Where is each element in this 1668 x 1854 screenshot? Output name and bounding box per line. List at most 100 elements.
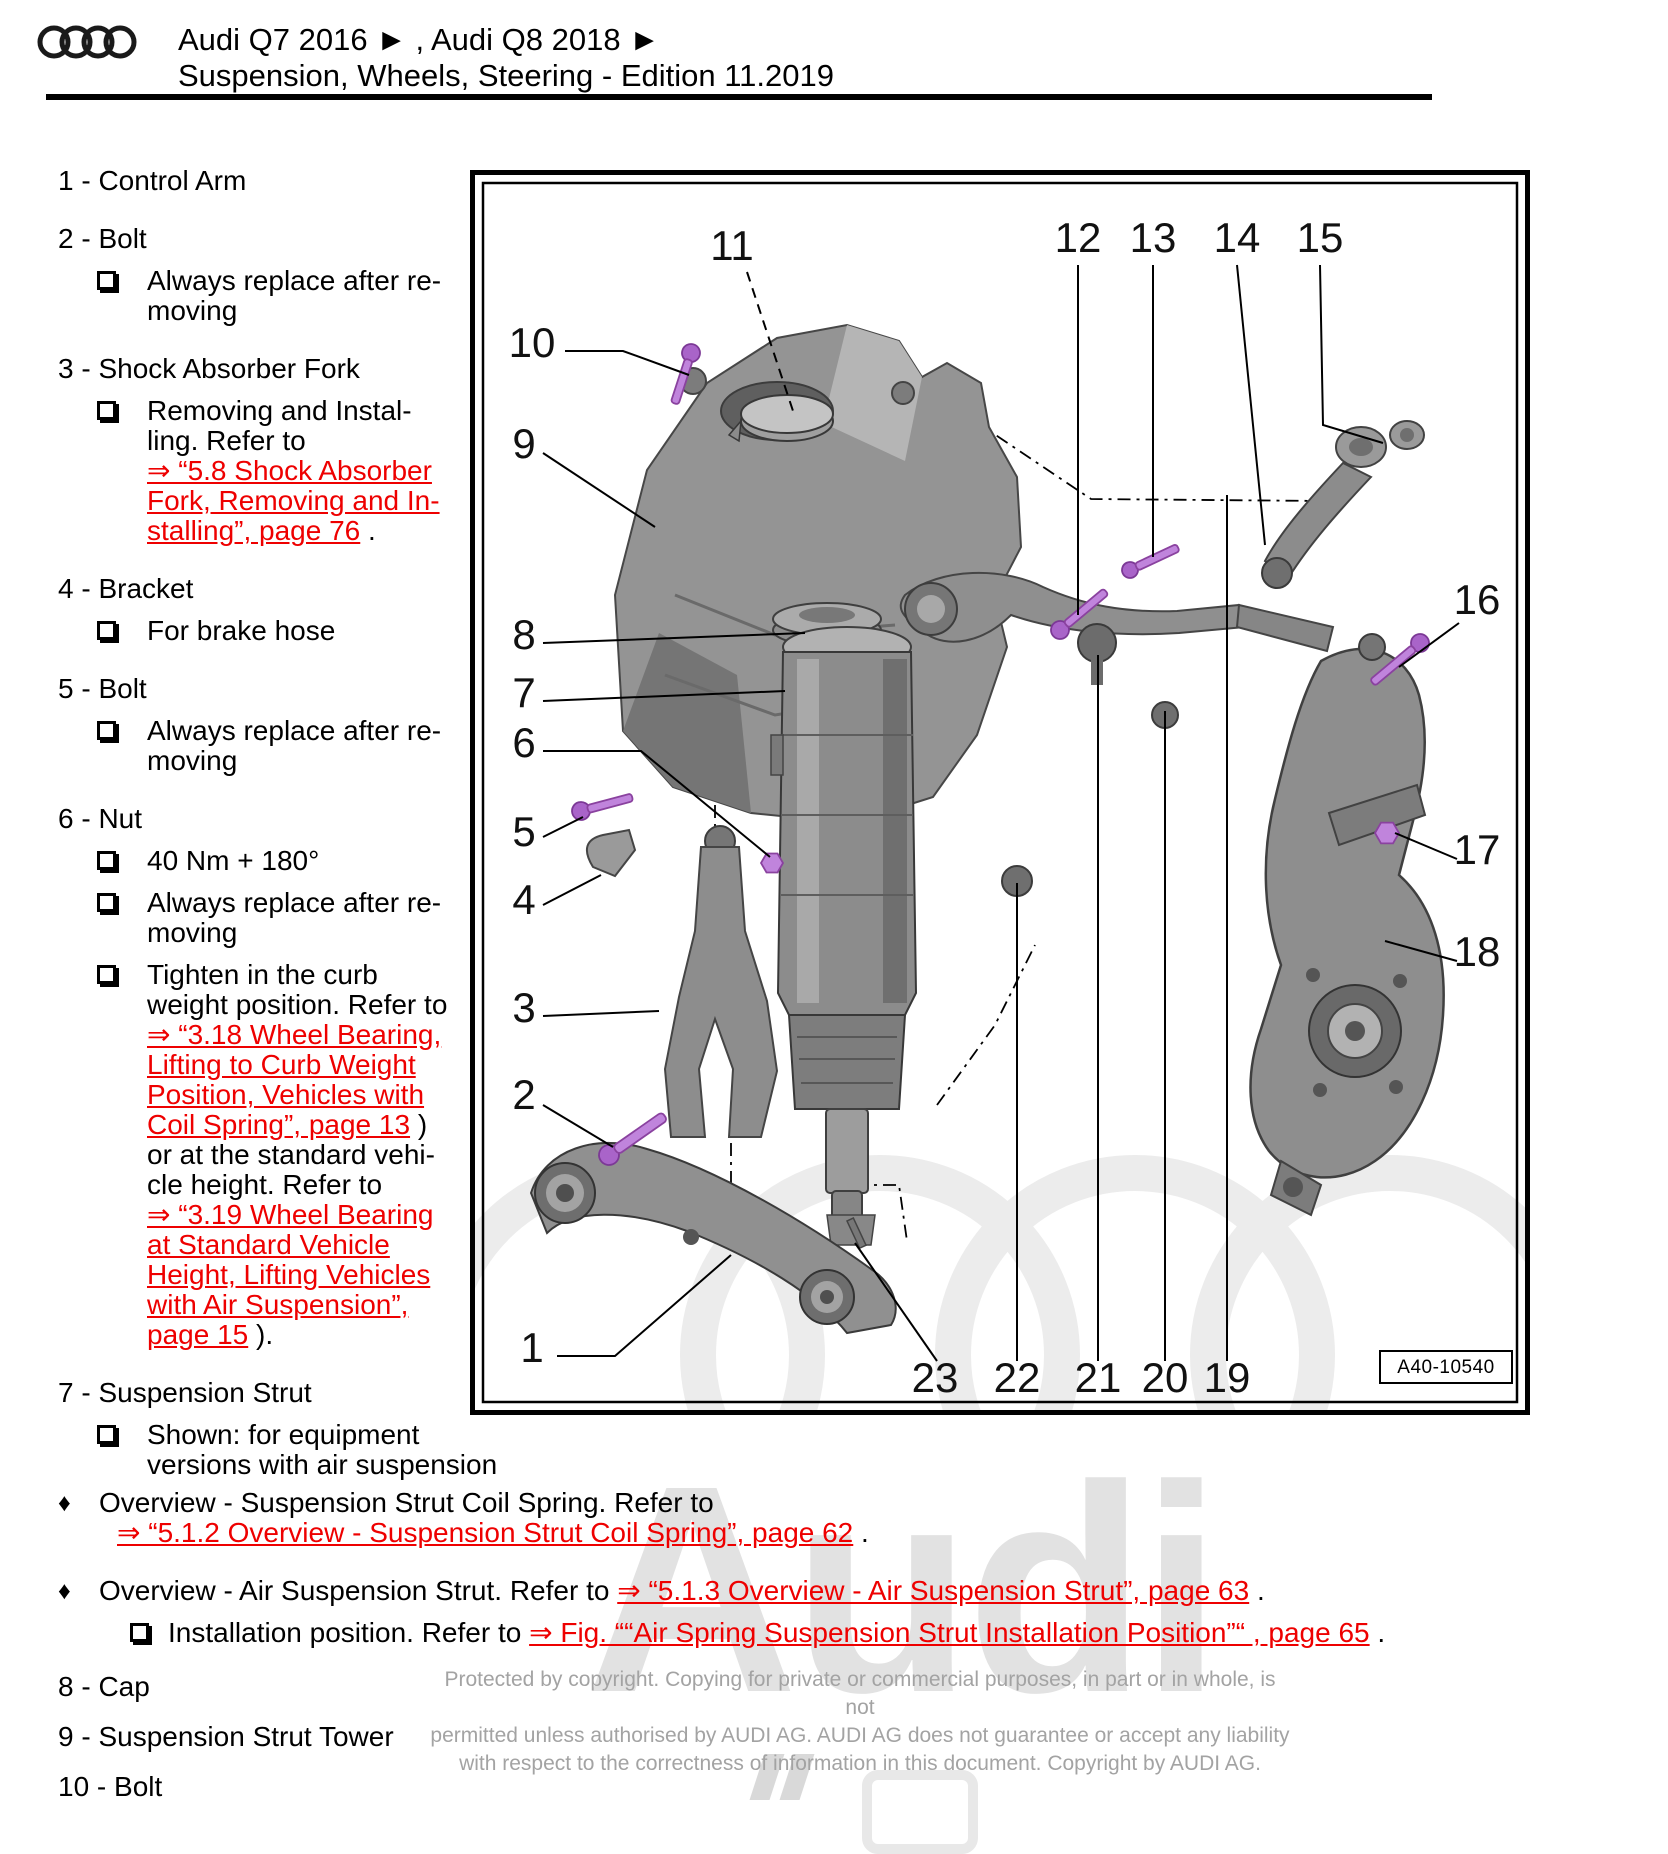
callout-number-18: 18 (1454, 928, 1501, 975)
reference-link[interactable]: Coil Spring”, page 13 (147, 1109, 411, 1140)
reference-link[interactable]: Height, Lifting Vehicles (147, 1259, 431, 1290)
reference-link[interactable]: Position, Vehicles with (147, 1079, 425, 1110)
text-line: weight position. Refer to (58, 990, 538, 1020)
overview-notes: ♦Overview - Suspension Strut Coil Spring… (58, 1488, 1618, 1648)
callout-number-22: 22 (994, 1354, 1041, 1401)
reference-link[interactable]: ⇒ “5.1.2 Overview - Suspension Strut Coi… (117, 1517, 854, 1548)
bolt-10-fastener (670, 343, 701, 405)
leader-line-23 (854, 1242, 938, 1362)
shock-absorber-fork-part (663, 825, 779, 1138)
strut-tower-part (613, 323, 1023, 825)
header-line2: Suspension, Wheels, Steering - Edition 1… (178, 58, 834, 93)
leader-line-6 (543, 750, 771, 858)
header-line1: Audi Q7 2016 ► , Audi Q8 2018 ► (178, 22, 660, 57)
text-line: Position, Vehicles with (58, 1080, 538, 1110)
text-line: moving (58, 746, 538, 776)
leader-line-14 (1236, 264, 1266, 546)
reference-link[interactable]: at Standard Vehicle (147, 1229, 390, 1260)
text-line: moving (58, 918, 538, 948)
callout-number-2: 2 (512, 1071, 535, 1118)
reference-link[interactable]: ⇒ Fig. ““Air Spring Suspension Strut Ins… (529, 1617, 1370, 1648)
text-run: moving (147, 745, 238, 776)
callout-number-11: 11 (710, 222, 754, 269)
reference-link[interactable]: page 15 (147, 1319, 249, 1350)
diagram-inner-border (481, 181, 1519, 1404)
text-line: Removing and Instal- (58, 396, 538, 426)
text-line: ⇒ “5.1.2 Overview - Suspension Strut Coi… (58, 1518, 1618, 1548)
callout-number-23: 23 (912, 1354, 959, 1401)
reference-link[interactable]: with Air Suspension”, (147, 1289, 409, 1320)
parts-list-item: 9 - Suspension Strut Tower (58, 1721, 394, 1752)
leader-line-11 (746, 271, 794, 412)
leader-line-18 (1384, 940, 1458, 962)
text-line: 40 Nm + 180° (58, 846, 538, 876)
text-run: 2 - Bolt (58, 223, 147, 254)
parts-list-item: 3 - Shock Absorber Fork (58, 354, 538, 384)
text-run: . (1369, 1617, 1386, 1648)
text-run: 3 - Shock Absorber Fork (58, 353, 360, 384)
text-line: ♦Overview - Suspension Strut Coil Spring… (58, 1488, 1618, 1518)
checkbox-bullet-icon (97, 851, 116, 870)
parts-list-item: 6 - Nut (58, 804, 538, 834)
leader-line-4 (542, 874, 602, 906)
text-run: 7 - Suspension Strut (58, 1377, 312, 1408)
checkbox-bullet-icon (97, 893, 116, 912)
text-line: page 15 ). (58, 1320, 538, 1350)
header-title: Audi Q7 2016 ► , Audi Q8 2018 ► Suspensi… (178, 22, 834, 94)
reference-link[interactable]: ⇒ “3.18 Wheel Bearing, (147, 1019, 442, 1050)
watermark-shape (862, 1770, 978, 1854)
text-run: 40 Nm + 180° (147, 845, 320, 876)
text-run: versions with air suspension (147, 1449, 498, 1480)
leader-line-5 (542, 816, 584, 838)
checkbox-bullet-icon (130, 1623, 149, 1642)
reference-link[interactable]: ⇒ “5.8 Shock Absorber (147, 455, 432, 486)
checkbox-bullet-icon (97, 721, 116, 740)
leader-line-17 (1394, 832, 1458, 860)
reference-link[interactable]: Lifting to Curb Weight (147, 1049, 416, 1080)
text-line: ⇒ “5.8 Shock Absorber (58, 456, 538, 486)
reference-link[interactable]: ⇒ “5.1.3 Overview - Air Suspension Strut… (617, 1575, 1250, 1606)
text-line: ling. Refer to (58, 426, 538, 456)
parts-list-item: 5 - Bolt (58, 674, 538, 704)
text-run: Installation position. Refer to (168, 1617, 530, 1648)
callout-number-20: 20 (1142, 1354, 1189, 1401)
air-suspension-strut-part (770, 626, 918, 1246)
copyright-notice: Protected by copyright. Copying for priv… (430, 1666, 1290, 1778)
leader-line-15 (1319, 264, 1384, 444)
callout-number-17: 17 (1454, 826, 1501, 873)
text-line: Installation position. Refer to ⇒ Fig. “… (58, 1618, 1618, 1648)
text-run: 4 - Bracket (58, 573, 194, 604)
audi-rings-logo (37, 20, 147, 69)
bolt-16-fastener (1370, 633, 1430, 686)
text-line: or at the standard vehi- (58, 1140, 538, 1170)
callout-number-12: 12 (1055, 214, 1102, 261)
callout-number-5: 5 (512, 808, 535, 855)
parts-list-item: 10 - Bolt (58, 1771, 163, 1802)
text-line: Always replace after re- (58, 716, 538, 746)
text-run: 5 - Bolt (58, 673, 147, 704)
text-line: moving (58, 296, 538, 326)
parts-list-item: 8 - Cap (58, 1671, 150, 1702)
text-run: Shown: for equipment (147, 1419, 420, 1450)
parts-list-item: 7 - Suspension Strut (58, 1378, 538, 1408)
reference-link[interactable]: ⇒ “3.19 Wheel Bearing (147, 1199, 434, 1230)
nut-17-fastener (1373, 821, 1401, 845)
callout-number-9: 9 (512, 420, 535, 467)
callout-number-13: 13 (1130, 214, 1177, 261)
upper-link-part (1261, 420, 1425, 589)
callout-number-16: 16 (1454, 576, 1501, 623)
audi-text-watermark: Audi (585, 1424, 1222, 1754)
checkbox-bullet-icon (97, 621, 116, 640)
bolt-2-fastener (598, 1112, 667, 1166)
reference-link[interactable]: stalling”, page 76 (147, 515, 361, 546)
text-run: ling. Refer to (147, 425, 306, 456)
text-line: Always replace after re- (58, 888, 538, 918)
reference-link[interactable]: Fork, Removing and In- (147, 485, 440, 516)
copyright-line: permitted unless authorised by AUDI AG. … (430, 1724, 1290, 1747)
leader-line-7 (542, 690, 786, 702)
leader-line-1 (557, 1254, 732, 1357)
checkbox-bullet-icon (97, 401, 116, 420)
text-line: Fork, Removing and In- (58, 486, 538, 516)
stud-23-part (846, 1217, 868, 1250)
